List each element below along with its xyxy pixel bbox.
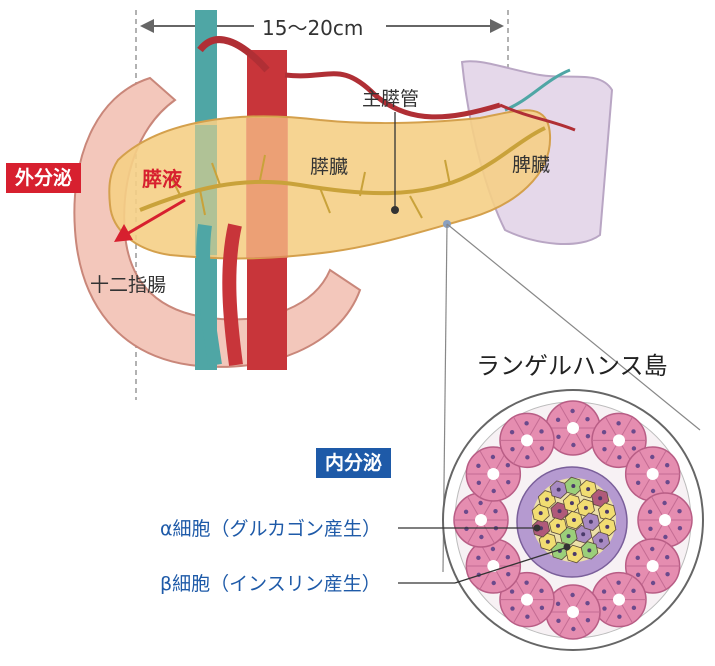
pancreas-label: 膵臓 — [310, 152, 348, 179]
exocrine-badge: 外分泌 — [6, 163, 81, 193]
acinus — [638, 493, 692, 547]
acinus — [466, 539, 520, 593]
acinus — [546, 401, 600, 455]
arrow-right-icon — [490, 19, 504, 33]
spleen-label: 脾臓 — [512, 150, 550, 177]
duodenum-label: 十二指腸 — [90, 270, 166, 297]
acinus — [626, 447, 680, 501]
alpha-cell-label: α細胞（グルカゴン産生） — [160, 514, 381, 541]
main-duct-label: 主膵管 — [362, 84, 419, 111]
arrow-left-icon — [140, 19, 154, 33]
beta-cell-label: β細胞（インスリン産生） — [160, 569, 381, 596]
islet-label: ランゲルハンス島 — [476, 346, 668, 381]
width-label: 15〜20cm — [262, 12, 363, 41]
acinus — [500, 413, 554, 467]
islet-magnified — [443, 390, 703, 650]
acinus — [546, 585, 600, 639]
islet-core — [517, 467, 627, 577]
acinus — [454, 493, 508, 547]
endocrine-badge: 内分泌 — [316, 448, 391, 478]
pancreatic-juice-label: 膵液 — [142, 163, 182, 192]
acinus — [592, 573, 646, 627]
